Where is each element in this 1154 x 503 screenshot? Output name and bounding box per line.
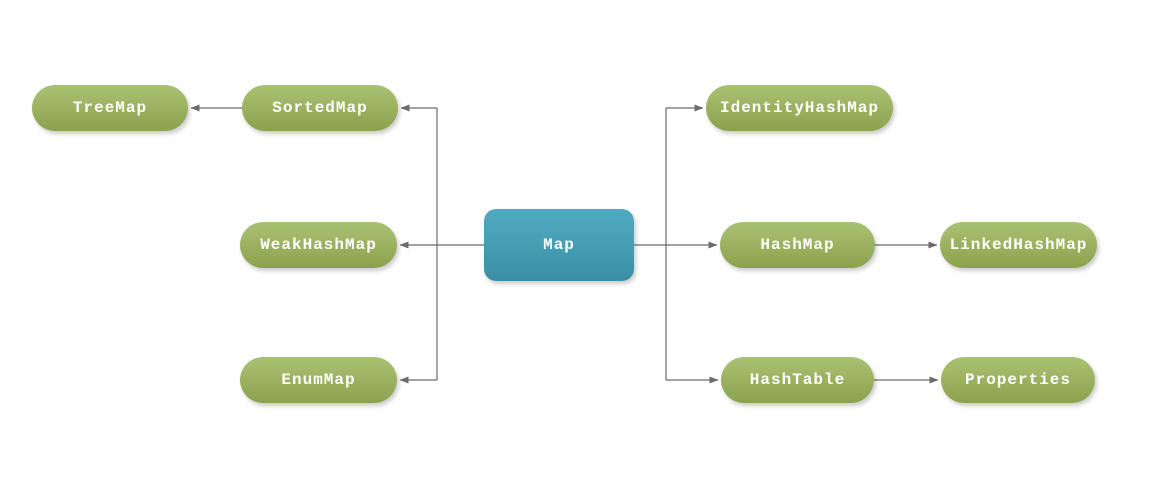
node-label: TreeMap	[72, 99, 148, 117]
node-label: EnumMap	[281, 371, 356, 389]
node-label: WeakHashMap	[260, 236, 377, 254]
node-hashtable[interactable]: HashTable	[721, 357, 874, 403]
node-hashmap[interactable]: HashMap	[720, 222, 875, 268]
node-label: HashMap	[760, 236, 835, 254]
node-label: IdentityHashMap	[719, 99, 880, 117]
node-enummap[interactable]: EnumMap	[240, 357, 397, 403]
node-sortedmap[interactable]: SortedMap	[242, 85, 398, 131]
node-label: Map	[543, 236, 575, 254]
node-weakhashmap[interactable]: WeakHashMap	[240, 222, 397, 268]
node-label: Properties	[964, 371, 1071, 389]
node-linkedhashmap[interactable]: LinkedHashMap	[940, 222, 1097, 268]
node-map-root[interactable]: Map	[484, 209, 634, 281]
node-label: HashTable	[749, 371, 846, 389]
node-treemap[interactable]: TreeMap	[32, 85, 188, 131]
node-label: SortedMap	[272, 99, 368, 117]
node-label: LinkedHashMap	[949, 236, 1088, 254]
node-properties[interactable]: Properties	[941, 357, 1095, 403]
node-identityhashmap[interactable]: IdentityHashMap	[706, 85, 893, 131]
